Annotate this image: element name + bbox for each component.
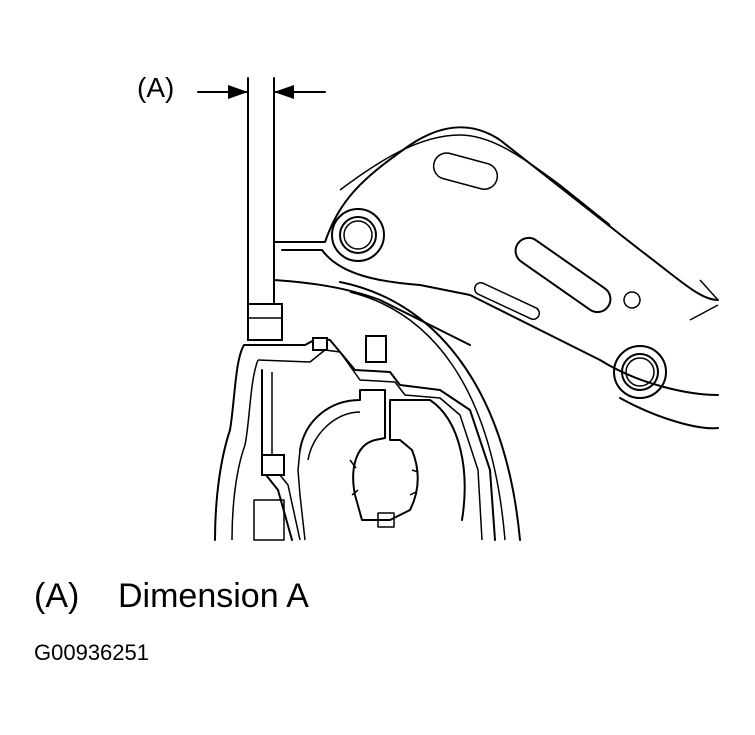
bracket-slots bbox=[432, 152, 641, 321]
gear-housing bbox=[297, 389, 466, 541]
callout-label-a: (A) bbox=[137, 72, 175, 103]
legend-key: (A) bbox=[34, 577, 80, 615]
vertical-plate bbox=[247, 77, 275, 306]
bolt-upper bbox=[331, 208, 385, 262]
dimension-arrows bbox=[197, 85, 326, 99]
figure-id: G00936251 bbox=[34, 640, 149, 665]
legend: (A) Dimension A bbox=[34, 576, 309, 616]
legend-text: Dimension A bbox=[118, 577, 309, 615]
dimension-diagram bbox=[197, 77, 719, 541]
inner-assembly bbox=[214, 335, 496, 541]
housing-arc bbox=[339, 281, 521, 541]
bracket-arm bbox=[273, 126, 719, 430]
plate-clip bbox=[247, 303, 283, 341]
bolt-lower bbox=[613, 345, 667, 399]
